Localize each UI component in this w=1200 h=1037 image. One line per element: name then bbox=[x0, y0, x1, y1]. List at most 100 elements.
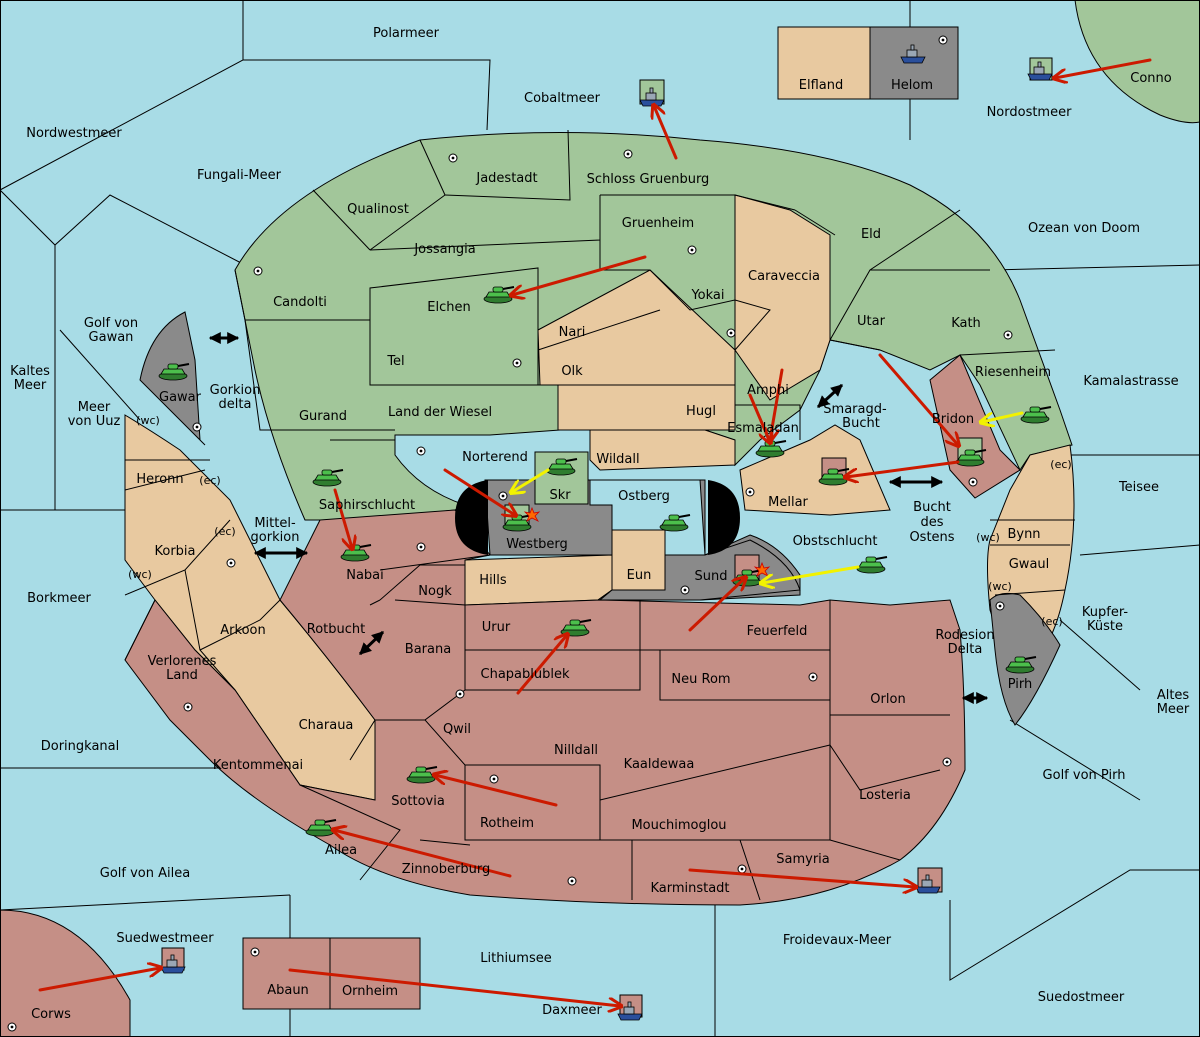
coast-tag: (ec) bbox=[199, 474, 220, 487]
territory-label: Chapablublek bbox=[481, 667, 570, 682]
territory-label: Losteria bbox=[859, 788, 911, 803]
territory-label: Kath bbox=[951, 316, 981, 331]
territory-label: Neu Rom bbox=[671, 672, 730, 687]
territory-label: Samyria bbox=[776, 852, 830, 867]
sea-label: Meer bbox=[14, 378, 47, 393]
sea-label: Conno bbox=[1130, 71, 1172, 86]
sea-label: Polarmeer bbox=[373, 26, 440, 41]
territory-label: Ailea bbox=[325, 843, 357, 858]
impassable-caps bbox=[455, 480, 740, 555]
sea-label: gorkion bbox=[251, 530, 300, 545]
territory-label: Nogk bbox=[418, 584, 452, 599]
sea-label: Cobaltmeer bbox=[524, 91, 601, 106]
territory-label: Olk bbox=[561, 364, 583, 379]
territory-label: Mellar bbox=[768, 495, 808, 510]
sea-label: Delta bbox=[948, 642, 983, 657]
sea-label: von Uuz bbox=[68, 414, 121, 429]
sea-label: Gorkion bbox=[210, 383, 261, 398]
territory-label: Feuerfeld bbox=[747, 624, 808, 639]
territory-label: Mouchimoglou bbox=[631, 818, 726, 833]
territory-label: Norterend bbox=[462, 450, 528, 465]
territory-label: Hills bbox=[479, 573, 507, 588]
coast-tag: (wc) bbox=[136, 414, 160, 427]
territory-label: Wildall bbox=[596, 452, 639, 467]
coast-tag: (wc) bbox=[988, 580, 1012, 593]
territory-label: Skr bbox=[549, 488, 571, 503]
territory-label: Nilldall bbox=[554, 743, 598, 758]
territory-label: Sund bbox=[695, 569, 728, 584]
sea-label: Ozean von Doom bbox=[1028, 221, 1140, 236]
territory-label: Tel bbox=[386, 354, 404, 369]
sea-label: Nordostmeer bbox=[987, 105, 1073, 120]
territory-label: Qualinost bbox=[347, 202, 409, 217]
territory-label: Ornheim bbox=[342, 984, 398, 999]
sea-label: Lithiumsee bbox=[480, 951, 551, 966]
sea-label: delta bbox=[219, 397, 252, 412]
sea-label: Kupfer- bbox=[1082, 605, 1128, 620]
territory-label: Esmaladan bbox=[727, 421, 799, 436]
territory-label: Land bbox=[166, 668, 198, 683]
territory-label: Elchen bbox=[427, 300, 470, 315]
sea-label: Altes bbox=[1157, 688, 1190, 703]
sea-label: Mittel- bbox=[254, 516, 296, 531]
sea-label: Borkmeer bbox=[27, 591, 91, 606]
coast-tag: (ec) bbox=[1050, 458, 1071, 471]
coast-tags: (wc) (ec) (ec) (wc) (ec) (wc) (wc) (ec) bbox=[128, 414, 1072, 628]
territory-label: Pirh bbox=[1008, 677, 1033, 692]
territory-label: Orlon bbox=[870, 692, 905, 707]
territory-label: Kaaldewaa bbox=[624, 757, 695, 772]
move-arrows bbox=[38, 58, 1152, 1006]
territory-label: Gwaul bbox=[1009, 557, 1050, 572]
sea-label: Teisee bbox=[1118, 480, 1159, 495]
territory-label: Nabai bbox=[346, 568, 384, 583]
territory-label: Korbia bbox=[154, 544, 195, 559]
territory-label: Nari bbox=[559, 325, 586, 340]
territory-label: Schloss Gruenburg bbox=[587, 172, 710, 187]
sea-label: Kaltes bbox=[10, 364, 50, 379]
territory-label: Obstschlucht bbox=[793, 534, 878, 549]
convoy-arrows bbox=[208, 332, 989, 704]
territory-label: Land der Wiesel bbox=[388, 405, 492, 420]
territory-label: Amphi bbox=[747, 383, 789, 398]
territory-label: Jossangia bbox=[413, 242, 475, 257]
territory-label: Ostberg bbox=[618, 489, 670, 504]
territory-label: Westberg bbox=[506, 537, 568, 552]
sea-label: Daxmeer bbox=[542, 1003, 602, 1018]
coast-tag: (ec) bbox=[214, 525, 235, 538]
territory-label: Riesenheim bbox=[975, 365, 1051, 380]
territory-labels: Elfland Helom Jadestadt Schloss Gruenbur… bbox=[31, 78, 1051, 1022]
territory-label: Bynn bbox=[1007, 527, 1040, 542]
territory-label: Gruenheim bbox=[622, 216, 694, 231]
sea-label: Rotbucht bbox=[307, 622, 365, 637]
tan-territories bbox=[124, 194, 1075, 801]
territory-label: Helom bbox=[891, 78, 933, 93]
sea-label: Fungali-Meer bbox=[197, 168, 282, 183]
coast-tag: (wc) bbox=[976, 531, 1000, 544]
territory-label: Karminstadt bbox=[650, 881, 729, 896]
sea-label: Nordwestmeer bbox=[26, 126, 122, 141]
territory-label: Eld bbox=[861, 227, 881, 242]
territory-label: Abaun bbox=[267, 983, 309, 998]
sea-label: Gawan bbox=[89, 330, 134, 345]
territory-label: Gurand bbox=[299, 409, 347, 424]
territory-label: Rotheim bbox=[480, 816, 534, 831]
territory-label: Jadestadt bbox=[475, 171, 537, 186]
territory-label: Caraveccia bbox=[748, 269, 820, 284]
sea-label: Rodesion bbox=[935, 628, 994, 643]
territory-boundaries bbox=[124, 129, 1075, 901]
territory-label: Gawar bbox=[159, 390, 202, 405]
territory-label: Urur bbox=[482, 620, 511, 635]
sea-label: Meer bbox=[78, 400, 111, 415]
sea-label: Meer bbox=[1157, 702, 1190, 717]
sea-label: Froidevaux-Meer bbox=[783, 933, 892, 948]
coast-tag: (ec) bbox=[1041, 615, 1062, 628]
territory-label: Saphirschlucht bbox=[319, 498, 415, 513]
sea-label: des bbox=[920, 515, 943, 530]
territory-label: Kentommenai bbox=[213, 758, 303, 773]
territory-label: Utar bbox=[857, 314, 886, 329]
sea-label: Bucht bbox=[842, 416, 880, 431]
territory-label: Eun bbox=[627, 568, 652, 583]
territory-label: Yokai bbox=[690, 288, 724, 303]
